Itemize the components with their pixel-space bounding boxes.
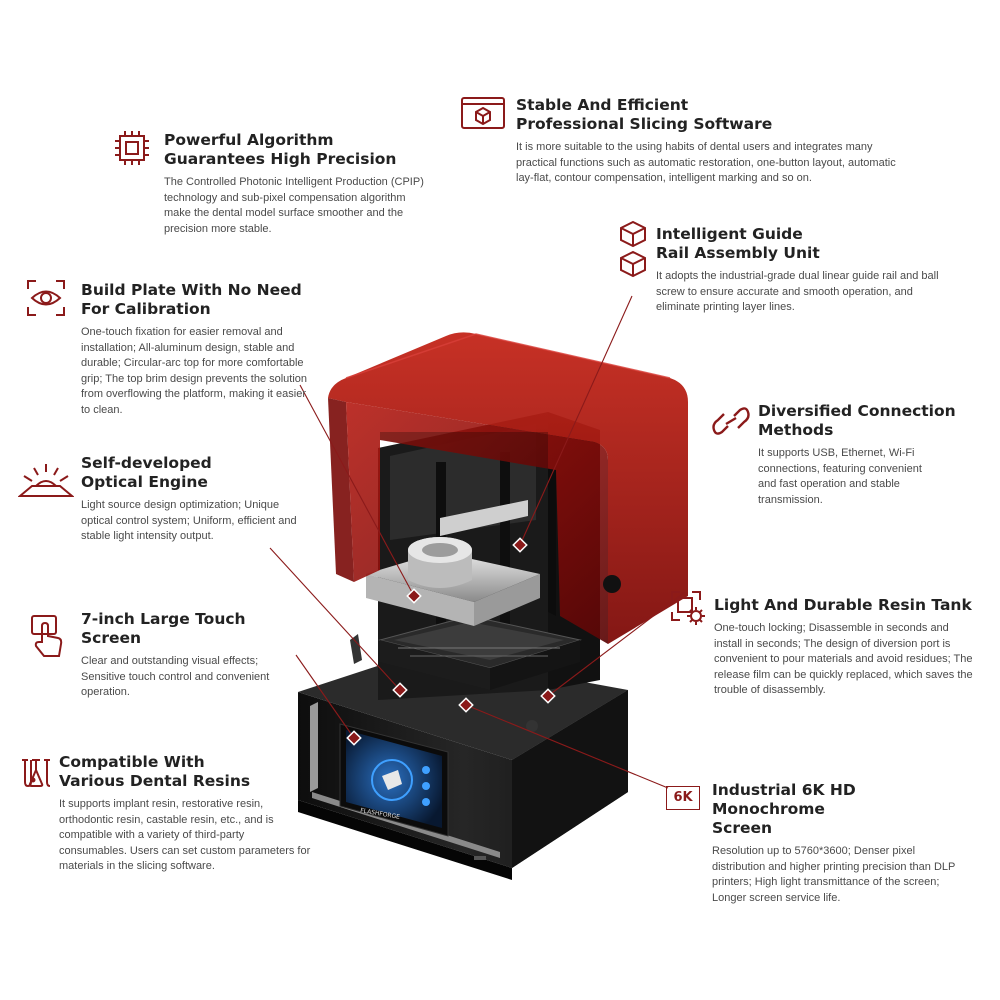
feature-touch-screen-title: 7-inch Large Touch Screen xyxy=(81,610,246,647)
feature-connection-description: It supports USB, Ethernet, Wi-Fi connect… xyxy=(758,447,922,506)
chip-icon xyxy=(112,128,152,168)
feature-connection-title: Diversified Connection Methods xyxy=(758,402,956,439)
feature-slicing-description: It is more suitable to the using habits … xyxy=(516,141,896,185)
feature-algorithm-title: Powerful Algorithm Guarantees High Preci… xyxy=(164,131,397,168)
feature-algorithm-description: The Controlled Photonic Intelligent Prod… xyxy=(164,176,424,235)
feature-build-plate-description: One-touch fixation for easier removal an… xyxy=(81,326,308,416)
printer-resin-tank xyxy=(378,615,582,690)
light-source-icon xyxy=(18,462,74,500)
printer-touch-screen: FLASHFORGE xyxy=(339,723,449,837)
feature-build-plate-title: Build Plate With No Need For Calibration xyxy=(81,281,302,318)
feature-optical: Self-developed Optical Engine Light sour… xyxy=(81,454,311,545)
feature-resins: Compatible With Various Dental Resins It… xyxy=(59,753,319,875)
feature-6k-screen-title: Industrial 6K HD Monochrome Screen xyxy=(712,781,856,837)
stacked-cubes-icon xyxy=(618,220,648,280)
printer-build-plate xyxy=(366,500,540,626)
feature-touch-screen: 7-inch Large Touch Screen Clear and outs… xyxy=(81,610,301,701)
feature-optical-title: Self-developed Optical Engine xyxy=(81,454,212,491)
leader-line-6k-screen xyxy=(465,704,669,789)
feature-6k-screen: Industrial 6K HD Monochrome Screen Resol… xyxy=(712,781,962,906)
lab-flasks-icon xyxy=(18,756,54,788)
feature-connection: Diversified Connection Methods It suppor… xyxy=(758,402,958,508)
6k-badge-icon: 6K xyxy=(666,786,700,810)
leader-line-guide-rail xyxy=(519,295,633,546)
feature-build-plate: Build Plate With No Need For Calibration… xyxy=(81,281,311,419)
leader-line-build-plate xyxy=(299,384,415,597)
feature-guide-rail-description: It adopts the industrial-grade dual line… xyxy=(656,270,939,314)
eye-scan-icon xyxy=(26,279,66,317)
feature-optical-description: Light source design optimization; Unique… xyxy=(81,499,297,543)
printer-base-details xyxy=(350,634,538,860)
feature-resin-tank-description: One-touch locking; Disassemble in second… xyxy=(714,622,973,697)
printer-red-cover xyxy=(328,332,688,644)
feature-resins-description: It supports implant resin, restorative r… xyxy=(59,798,311,873)
leader-line-touch-screen xyxy=(295,654,355,739)
feature-resins-title: Compatible With Various Dental Resins xyxy=(59,753,251,790)
feature-6k-screen-description: Resolution up to 5760*3600; Denser pixel… xyxy=(712,845,956,904)
frame-gear-icon xyxy=(670,590,706,626)
feature-guide-rail: Intelligent Guide Rail Assembly Unit It … xyxy=(656,225,956,316)
feature-resin-tank: Light And Durable Resin Tank One-touch l… xyxy=(714,596,974,699)
feature-resin-tank-title: Light And Durable Resin Tank xyxy=(714,596,972,614)
feature-slicing: Stable And Efficient Professional Slicin… xyxy=(516,96,916,187)
leader-line-optical xyxy=(269,547,401,691)
feature-guide-rail-title: Intelligent Guide Rail Assembly Unit xyxy=(656,225,820,262)
touch-hand-icon xyxy=(30,614,64,658)
feature-touch-screen-description: Clear and outstanding visual effects; Se… xyxy=(81,655,270,699)
feature-slicing-title: Stable And Efficient Professional Slicin… xyxy=(516,96,773,133)
leader-line-resin-tank xyxy=(547,591,686,697)
software-cube-icon xyxy=(460,96,506,130)
link-icon xyxy=(712,404,750,438)
feature-algorithm: Powerful Algorithm Guarantees High Preci… xyxy=(164,131,424,237)
